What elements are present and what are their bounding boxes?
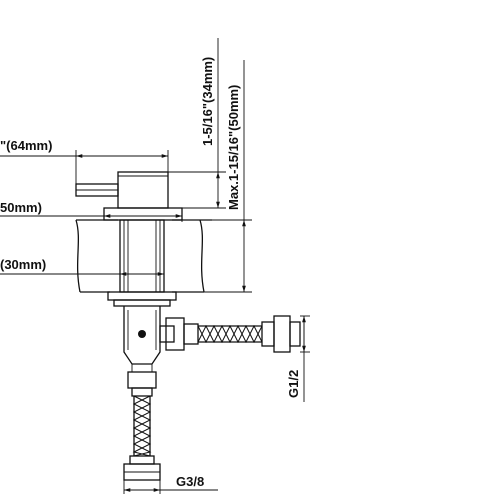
dimension-body-height: [168, 38, 226, 209]
dimension-base-diameter: [0, 210, 183, 222]
label-deck-thickness: Max.1-15/16"(50mm): [226, 85, 241, 210]
braided-hose-horizontal: [197, 324, 263, 344]
outlet-connector-nut: [261, 315, 301, 353]
label-shank-diameter: (30mm): [0, 257, 46, 272]
dimension-outlet-thread: [300, 315, 310, 402]
countertop-deck: [75, 219, 212, 293]
label-outlet-thread: G1/2: [286, 370, 301, 398]
valve-body: [123, 306, 161, 372]
lever-handle: [75, 183, 119, 197]
label-inlet-thread: G3/8: [176, 474, 204, 489]
dimension-spout-length: [0, 150, 169, 186]
label-base-diameter: 50mm): [0, 200, 42, 215]
dimension-deck-thickness: [204, 60, 252, 293]
inlet-upper-nut: [127, 371, 157, 397]
threaded-shank: [119, 219, 165, 293]
label-body-height: 1-5/16"(34mm): [200, 57, 215, 146]
outlet-fitting: [159, 317, 199, 351]
braided-hose-vertical: [132, 395, 152, 457]
inlet-lower-nut: [123, 455, 161, 481]
dimension-inlet-thread: [123, 480, 218, 494]
label-spout-length: "(64mm): [0, 138, 52, 153]
fixing-nut: [107, 291, 177, 307]
